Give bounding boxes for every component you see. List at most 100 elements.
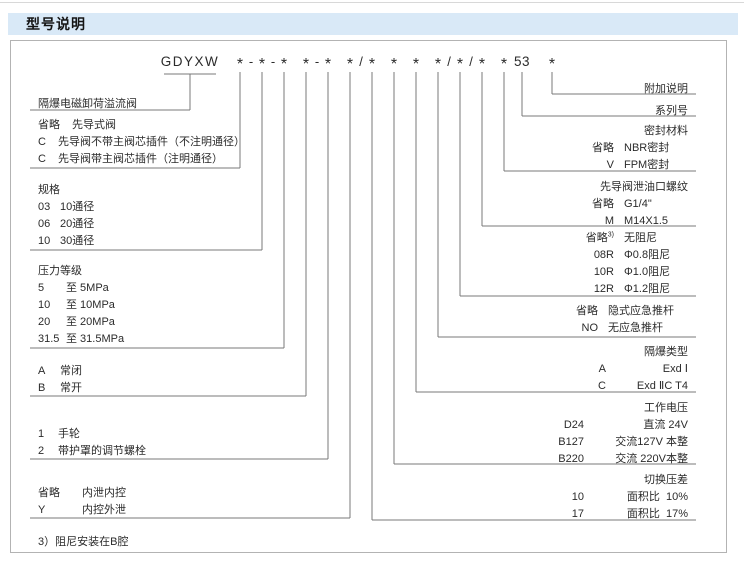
code-value: A <box>598 363 606 375</box>
code-description: Φ1.2阻尼 <box>624 283 671 295</box>
code-star: * <box>346 56 354 73</box>
code-description: 先导阀带主阀芯插件（注明通径） <box>57 153 223 165</box>
code-value: V <box>606 159 614 171</box>
code-description: 至 5MPa <box>66 282 109 294</box>
code-description: 面积比 10% <box>626 491 688 503</box>
code-description: 30通径 <box>60 235 95 247</box>
code-star: * <box>456 56 464 73</box>
code-row: 20 至 20MPa <box>38 314 124 331</box>
code-row: C 先导阀带主阀芯插件（注明通径） <box>38 151 245 168</box>
code-star: * <box>236 56 244 73</box>
footnote: 3）阻尼安装在B腔 <box>38 536 129 548</box>
code-row: 17 面积比 17% <box>458 506 688 523</box>
code-description: 先导式阀 <box>72 119 116 131</box>
section-title-bar: 型号说明 <box>8 13 738 35</box>
code-star: * <box>390 56 398 73</box>
group-heading: 先导阀泄油口螺纹 <box>600 181 688 193</box>
code-value: M <box>604 215 614 227</box>
code-value: Y <box>38 504 46 516</box>
code-segment: - <box>248 54 254 69</box>
group-heading: 工作电压 <box>644 402 688 414</box>
code-value: 5 <box>38 282 45 294</box>
code-value: D24 <box>563 419 584 431</box>
code-value: 12R <box>593 283 614 295</box>
code-value: 省略 <box>38 487 60 499</box>
code-row: 12R Φ1.2阻尼 <box>458 281 688 298</box>
code-description: 10通径 <box>60 201 95 213</box>
group-heading: 压力等级 <box>38 265 82 277</box>
code-value: 10R <box>593 266 614 278</box>
code-description: Exd ⅡC T4 <box>636 380 688 392</box>
code-star: * <box>368 56 376 73</box>
model-code: GDYXW*-*-**-**/****/*/**53* <box>0 54 744 76</box>
code-segment: / <box>359 54 363 69</box>
code-row: 2 带护罩的调节螺栓 <box>38 443 146 460</box>
code-description: 无阻尼 <box>624 232 657 244</box>
code-description: 常开 <box>60 382 82 394</box>
code-description: 至 10MPa <box>66 299 115 311</box>
product-name-label: 隔爆电磁卸荷溢流阀 <box>38 98 137 110</box>
section-title: 型号说明 <box>26 16 86 32</box>
code-description: 至 31.5MPa <box>66 333 125 345</box>
code-description: 带护罩的调节螺栓 <box>58 445 146 457</box>
code-row: 省略先导式阀 <box>38 117 245 134</box>
code-star: * <box>412 56 420 73</box>
code-description: 无应急推杆 <box>608 322 663 334</box>
group-heading: 附加说明 <box>644 83 688 95</box>
code-value: 10 <box>38 299 51 311</box>
code-description: 手轮 <box>58 428 80 440</box>
code-value: C <box>38 136 46 148</box>
code-description: 至 20MPa <box>66 316 115 328</box>
page-top-rule <box>0 2 744 3</box>
group-heading: 切换压差 <box>644 474 688 486</box>
code-star: * <box>434 56 442 73</box>
code-segment: - <box>314 54 320 69</box>
code-value: B127 <box>558 436 584 448</box>
code-description: Φ1.0阻尼 <box>624 266 671 278</box>
code-row: 省略 内泄内控 <box>38 485 126 502</box>
model-code-diagram-box <box>10 40 727 553</box>
code-description: G1/4" <box>624 198 652 210</box>
code-row: 10R Φ1.0阻尼 <box>458 264 688 281</box>
code-value: C <box>598 380 606 392</box>
code-description: Φ0.8阻尼 <box>624 249 671 261</box>
code-description: 内控外泄 <box>82 504 126 516</box>
code-description: Exd Ⅰ <box>662 363 688 375</box>
code-segment: 53 <box>513 54 531 69</box>
code-value: 17 <box>571 508 584 520</box>
code-value: 省略3) <box>585 231 614 244</box>
code-value: C <box>38 153 46 165</box>
code-segment: - <box>270 54 276 69</box>
code-value: 03 <box>38 201 51 213</box>
code-star: * <box>280 56 288 73</box>
code-description: 面积比 17% <box>626 508 688 520</box>
code-description: 常闭 <box>60 365 82 377</box>
group-heading: 隔爆类型 <box>644 346 688 358</box>
code-value: 20 <box>38 316 51 328</box>
code-row: A Exd Ⅰ <box>458 361 688 378</box>
code-description: 内泄内控 <box>82 487 126 499</box>
code-star: * <box>302 56 310 73</box>
code-value: 2 <box>38 445 45 457</box>
code-value: 06 <box>38 218 51 230</box>
code-description: NBR密封 <box>624 142 670 154</box>
group-heading: 规格 <box>38 184 60 196</box>
